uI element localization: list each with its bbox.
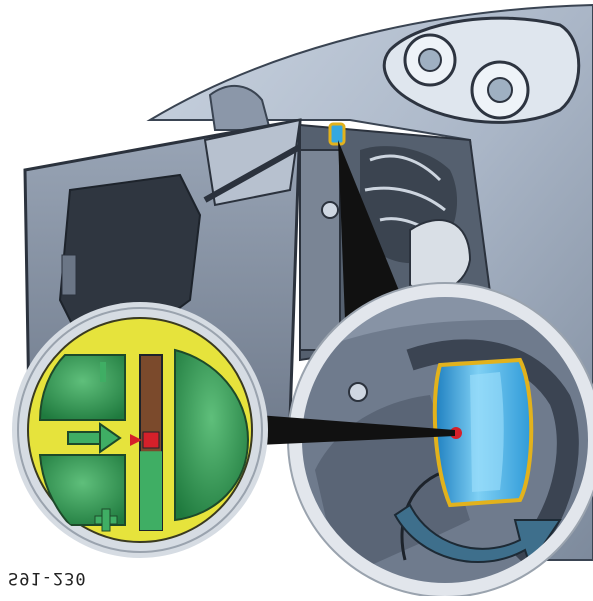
level-marker [143,432,159,448]
minus-symbol: − [0,0,1,1]
figure-code: S91-230 [8,568,87,588]
highlighted-control-location [330,124,344,144]
level-fill [140,451,162,530]
plus-symbol: + [0,0,1,1]
minus-icon [100,362,106,382]
arrow-symbol: → [0,0,1,1]
